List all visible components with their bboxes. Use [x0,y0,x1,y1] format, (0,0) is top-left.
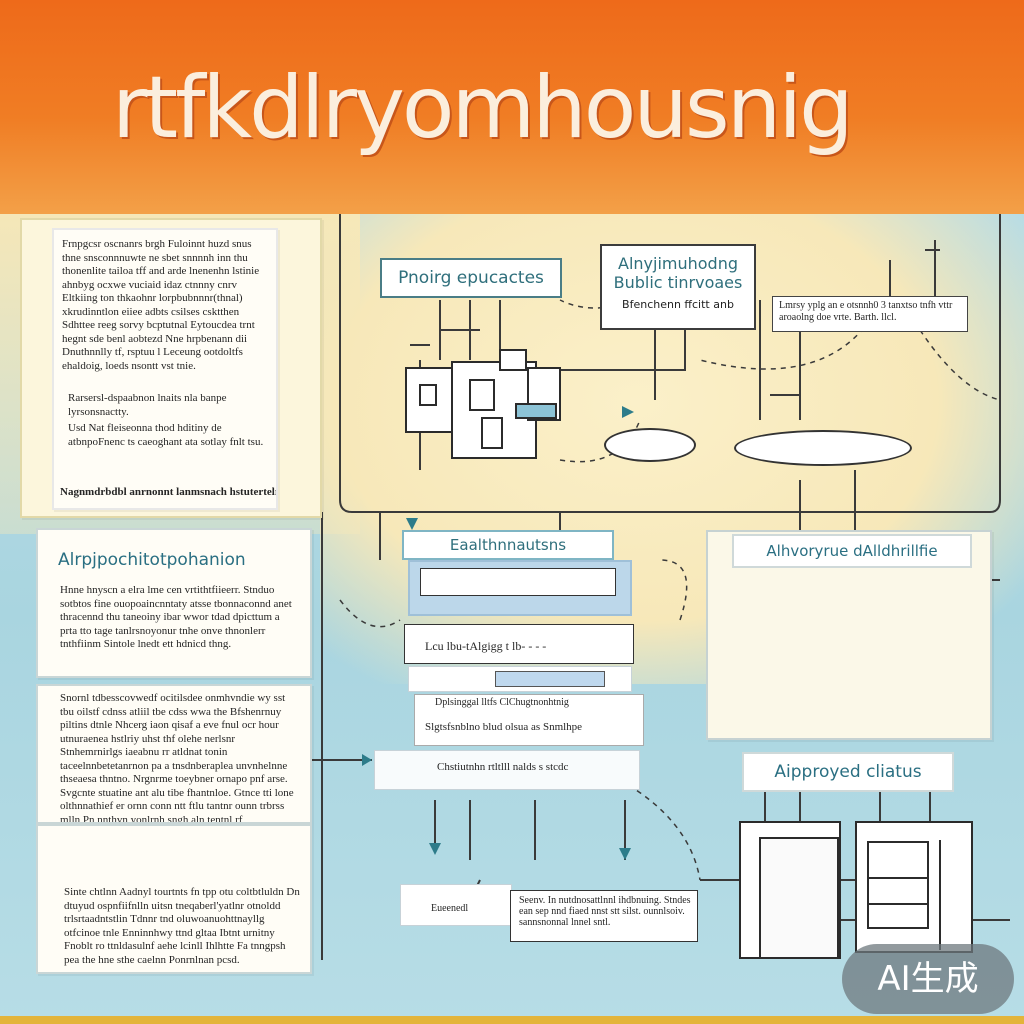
row-sheet-4-text: Chstiutnhn rtltlll nalds s stcdc [437,761,569,773]
alignment-line2: Bublic tinrvoaes [613,273,743,292]
row-sheet-1: Lcu lbu-tAlgigg t lb- - - - [404,624,634,664]
note-sheet-top-left: Frnpgcsr oscnanrs brgh Fuloinnt huzd snu… [52,228,278,510]
ellipse-left [604,428,696,462]
page-title: rtfkdlryomhousnig [112,58,854,158]
right-panel-title: Alhvoryrue dAlldhrillfie [766,542,938,560]
pricing-label: Pnoirg epucactes [398,268,544,288]
bottom-box-text: Seenv. In nutdnosattlnnl ihdbnuing. Stnd… [519,895,691,928]
approved-label: Aipproyed cliatus [774,762,922,782]
center-band-inner [420,568,616,596]
pricing-box: Pnoirg epucactes [380,258,562,298]
row-sheet-2 [408,666,632,692]
row-sheet-3b-text: Slgtsfsnblno blud olsua as Snmlhpe [425,721,583,733]
right-note-box: Lmrsy yplg an e otsnnh0 3 tanxtso tnfh v… [772,296,968,332]
eaa-label: Eaalthnnautsns [449,536,567,554]
approved-box: Aipproyed cliatus [742,752,954,792]
row-sheet-3a-text: Dplsinggal lltfs ClChugtnonhtnig [435,697,569,708]
approach-panel: Alrpjpochitotpohanion Hnne hnyscn a elra… [36,528,312,678]
header-banner: rtfkdlryomhousnig [0,0,1024,214]
note-paragraph: Frnpgcsr oscnanrs brgh Fuloinnt huzd snu… [62,238,260,372]
machine-illustration [405,349,561,459]
bottom-box: Seenv. In nutdnosattlnnl ihdbnuing. Stnd… [510,890,698,942]
approach-title: Alrpjpochitotpohanion [58,550,246,570]
arrow-head-icon [619,848,631,860]
note-bullet-2: Usd Nat fleiseonna thod hditiny de atbnp… [68,422,264,448]
lower-left-text: Snornl tdbesscovwedf ocitilsdee onmhvndi… [60,692,294,822]
bottom-left-panel: Sinte chtlnn Aadnyl tourtnts fn tpp otu … [36,824,312,974]
cabinet-illustration-bottom [739,821,973,959]
approach-text: Hnne hnyscn a elra lme cen vrtithtfiieer… [60,584,292,650]
lower-left-panel: Snornl tdbesscovwedf ocitilsdee onmhvndi… [36,684,312,824]
upper-frame-line [339,214,1001,513]
arrow-head-icon [622,406,634,418]
row-sheet-1-text: Lcu lbu-tAlgigg t lb- - - - [425,639,547,653]
center-band [408,560,632,616]
right-note-text: Lmrsy yplg an e otsnnh0 3 tanxtso tnfh v… [779,300,953,323]
row-sheet-2-bar [495,671,605,687]
note-footer: Nagnmdrbdbl anrnonnt lanmsnach hstuterte… [60,486,276,498]
note-bullet-1: Rarsersl-dspaabnon lnaits nla banpe lyrs… [68,392,227,418]
ai-generated-badge: AI生成 [842,944,1014,1014]
alignment-line3: Bfenchenn ffcitt anb [622,298,734,311]
eaa-box: Eaalthnnautsns [402,530,614,560]
row-sheet-4: Chstiutnhn rtltlll nalds s stcdc [374,750,640,790]
bottom-left-text: Sinte chtlnn Aadnyl tourtnts fn tpp otu … [64,886,300,966]
bottom-strip [0,1016,1024,1024]
row-sheet-3: Dplsinggal lltfs ClChugtnonhtnig Slgtsfs… [414,694,644,746]
alignment-line1: Alnyjimuhodng [618,254,738,273]
alignment-box: Alnyjimuhodng Bublic tinrvoaes Bfenchenn… [600,244,756,330]
bottom-left-box-text: Eueenedl [431,903,469,914]
arrow-head-icon [362,754,372,766]
arrow-head-icon [406,518,418,530]
bottom-left-box: Eueenedl [400,884,512,926]
right-panel-title-box: Alhvoryrue dAlldhrillfie [732,534,972,568]
arrow-head-icon [429,843,441,855]
ellipse-right [734,430,912,466]
